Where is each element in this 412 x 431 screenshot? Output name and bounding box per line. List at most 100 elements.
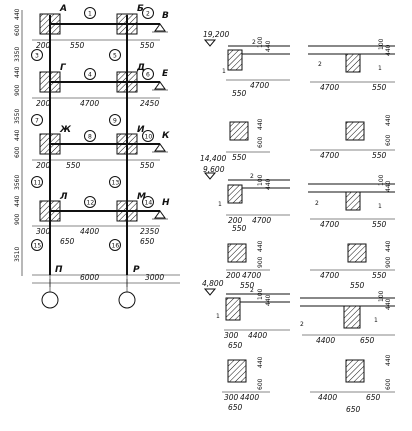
svg-text:12: 12 [87,200,95,207]
svg-text:7: 7 [35,118,39,125]
detail-2-left: 550 440 600 [226,118,270,162]
node-d [116,71,138,93]
svg-text:550: 550 [240,281,255,290]
svg-text:1: 1 [378,65,382,72]
detail-4-left: 200 4700 550 440 900 [226,240,270,290]
svg-text:200: 200 [228,216,243,225]
svg-text:200: 200 [36,41,51,50]
svg-text:4700: 4700 [242,271,261,280]
svg-text:3550: 3550 [14,109,21,124]
svg-text:100: 100 [257,36,264,48]
node-i [116,133,138,155]
svg-text:300: 300 [36,227,51,236]
detail-6-left: 300 4400 650 440 600 [222,356,270,412]
svg-text:440: 440 [265,178,272,190]
svg-text:100: 100 [378,38,385,50]
svg-text:550: 550 [140,161,155,170]
detail-1-right: 4700 550 2 1 440 100 [308,38,395,92]
svg-text:8: 8 [88,134,92,141]
svg-text:600: 600 [257,378,264,390]
svg-text:900: 900 [14,84,21,96]
svg-text:550: 550 [372,83,387,92]
svg-text:440: 440 [14,129,21,141]
svg-text:440: 440 [385,240,392,252]
label-b: Б [137,4,144,14]
detail-2-right: 4700 550 440 600 [310,114,395,160]
svg-text:2: 2 [318,61,322,68]
svg-text:1: 1 [88,11,92,18]
frame-dimensions-v: 440 600 3350 440 900 3550 440 600 3560 4… [14,8,21,262]
label-zh: Ж [59,125,72,135]
svg-text:15: 15 [34,243,42,250]
svg-text:1: 1 [222,68,226,75]
frame-dimensions-h: 200 550 550 200 4700 2450 200 550 550 30… [32,39,180,287]
label-m: М [137,192,146,202]
axis-bubble-left [41,291,59,309]
svg-text:550: 550 [350,281,365,290]
svg-text:600: 600 [14,24,21,36]
svg-text:2: 2 [250,287,254,294]
svg-text:4400: 4400 [248,331,267,340]
svg-text:200: 200 [36,99,51,108]
svg-text:440: 440 [385,354,392,366]
svg-text:300: 300 [224,393,239,402]
svg-text:200: 200 [226,271,241,280]
detail-6-right: 4400 650 650 440 600 [310,354,395,414]
svg-text:650: 650 [346,405,361,414]
svg-text:300: 300 [224,331,239,340]
support-right [152,23,168,220]
detail-5-right: 4400 650 2 1 440 100 [300,290,395,345]
svg-text:4400: 4400 [80,227,99,236]
svg-text:440: 440 [265,40,272,52]
frame-elevation: А Б В Г Д Е Ж И К Л М Н П Р 1 2 3 4 5 6 … [14,4,180,309]
label-r: Р [133,265,140,275]
svg-text:440: 440 [257,240,264,252]
svg-text:2: 2 [300,321,304,328]
label-e: Е [162,69,169,79]
svg-text:4700: 4700 [250,81,269,90]
svg-text:440: 440 [257,118,264,130]
svg-text:4400: 4400 [318,393,337,402]
svg-text:4700: 4700 [320,271,339,280]
svg-text:2: 2 [250,173,254,180]
elevation-19200: 19,200 [203,30,229,39]
svg-text:550: 550 [140,41,155,50]
label-v: В [162,11,169,21]
label-l: Л [59,192,68,202]
detail-3-left: 550 200 4700 2 1 440 100 [218,173,290,233]
svg-text:1: 1 [378,203,382,210]
svg-text:600: 600 [385,378,392,390]
svg-text:4700: 4700 [320,83,339,92]
svg-text:650: 650 [228,403,243,412]
detail-1-left: 550 4700 2 1 440 100 [222,36,290,98]
svg-text:3000: 3000 [145,273,164,282]
svg-text:4400: 4400 [240,393,259,402]
svg-text:600: 600 [385,134,392,146]
svg-text:550: 550 [70,41,85,50]
svg-text:440: 440 [385,44,392,56]
svg-text:2350: 2350 [140,227,159,236]
svg-text:4700: 4700 [252,216,271,225]
svg-text:2450: 2450 [140,99,159,108]
svg-text:4700: 4700 [320,151,339,160]
svg-text:6000: 6000 [80,273,99,282]
svg-text:2: 2 [252,39,256,46]
svg-text:900: 900 [257,256,264,268]
node-details: 19,200 14,400 9,600 4,800 550 4700 2 1 4… [200,30,395,414]
element-numbers: 1 2 3 4 5 6 7 8 9 10 11 12 13 14 15 16 [31,7,154,251]
svg-text:650: 650 [140,237,155,246]
svg-text:550: 550 [372,220,387,229]
svg-text:13: 13 [112,180,120,187]
node-g [39,71,61,93]
svg-text:550: 550 [372,271,387,280]
svg-text:650: 650 [60,237,75,246]
svg-text:440: 440 [14,66,21,78]
svg-text:200: 200 [36,161,51,170]
elevation-14400: 14,400 [200,154,226,163]
svg-text:4: 4 [88,72,92,79]
svg-text:440: 440 [385,114,392,126]
svg-text:900: 900 [385,256,392,268]
label-i: И [137,125,145,135]
svg-text:900: 900 [14,213,21,225]
